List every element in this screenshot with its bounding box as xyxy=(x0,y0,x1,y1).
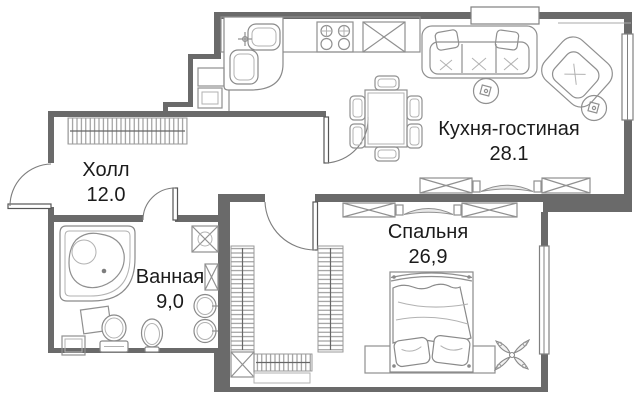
wardrobe-hall xyxy=(67,117,188,145)
tv-icon xyxy=(480,184,534,193)
armchair xyxy=(541,36,613,108)
washbasin-2 xyxy=(193,318,218,344)
side-table-left xyxy=(472,77,500,105)
duct-2 xyxy=(204,263,219,291)
window-kitchen-right xyxy=(621,33,634,121)
sofa-pillow xyxy=(494,29,520,51)
walls xyxy=(48,12,632,392)
room-label-kitchen-living: Кухня-гостиная 28.1 xyxy=(438,117,580,167)
bedroom-door xyxy=(264,201,319,251)
room-label-hall: Холл 12.0 xyxy=(82,158,129,208)
room-name: Ванная xyxy=(135,266,205,288)
room-label-bedroom: Спальня 26,9 xyxy=(388,220,468,270)
room-name: Кухня-гостиная xyxy=(438,118,580,140)
dining-chair xyxy=(374,146,400,162)
closet-bottom-rail xyxy=(253,353,313,372)
window-bedroom-right xyxy=(538,245,550,355)
stove xyxy=(316,21,354,53)
room-area: 28.1 xyxy=(489,143,529,165)
bed-pillow xyxy=(431,334,471,367)
plant xyxy=(493,338,531,372)
tv-unit-living xyxy=(419,177,591,194)
bathroom-door xyxy=(142,187,179,221)
closet-left-rail xyxy=(230,245,255,353)
closet-cabinet xyxy=(230,351,255,378)
closet-drawer xyxy=(253,372,311,384)
sofa xyxy=(421,25,538,79)
bidet xyxy=(140,318,164,353)
bed-pillow xyxy=(393,336,431,368)
room-area: 12.0 xyxy=(86,184,126,206)
bathtub xyxy=(59,225,136,302)
room-name: Холл xyxy=(82,159,130,181)
washbasin-1 xyxy=(193,293,218,319)
side-table-right xyxy=(580,94,608,122)
sofa-pillow xyxy=(434,29,460,51)
entry-door xyxy=(7,163,52,210)
duct-1 xyxy=(191,225,219,253)
room-area: 26,9 xyxy=(408,246,448,268)
bathroom-cabinet-2 xyxy=(61,335,86,356)
tv-icon xyxy=(403,207,454,216)
dining-chair xyxy=(349,95,366,121)
bed xyxy=(389,271,474,373)
dining-chair xyxy=(406,123,423,149)
corner-sink xyxy=(223,16,284,91)
room-name: Спальня xyxy=(387,221,469,243)
fridge-cabinet xyxy=(362,21,406,53)
closet-right-rail xyxy=(317,245,344,353)
vent-shaft-kitchen xyxy=(197,67,225,109)
tv-unit-bedroom xyxy=(342,202,518,218)
dining-chair xyxy=(406,95,423,121)
dining-chair xyxy=(349,123,366,149)
window-top xyxy=(470,6,540,25)
dining-chair xyxy=(374,75,400,91)
room-area: 9,0 xyxy=(156,291,184,313)
room-label-bathroom: Ванная 9,0 xyxy=(136,265,205,315)
dining-set xyxy=(349,75,423,162)
toilet xyxy=(99,314,129,353)
